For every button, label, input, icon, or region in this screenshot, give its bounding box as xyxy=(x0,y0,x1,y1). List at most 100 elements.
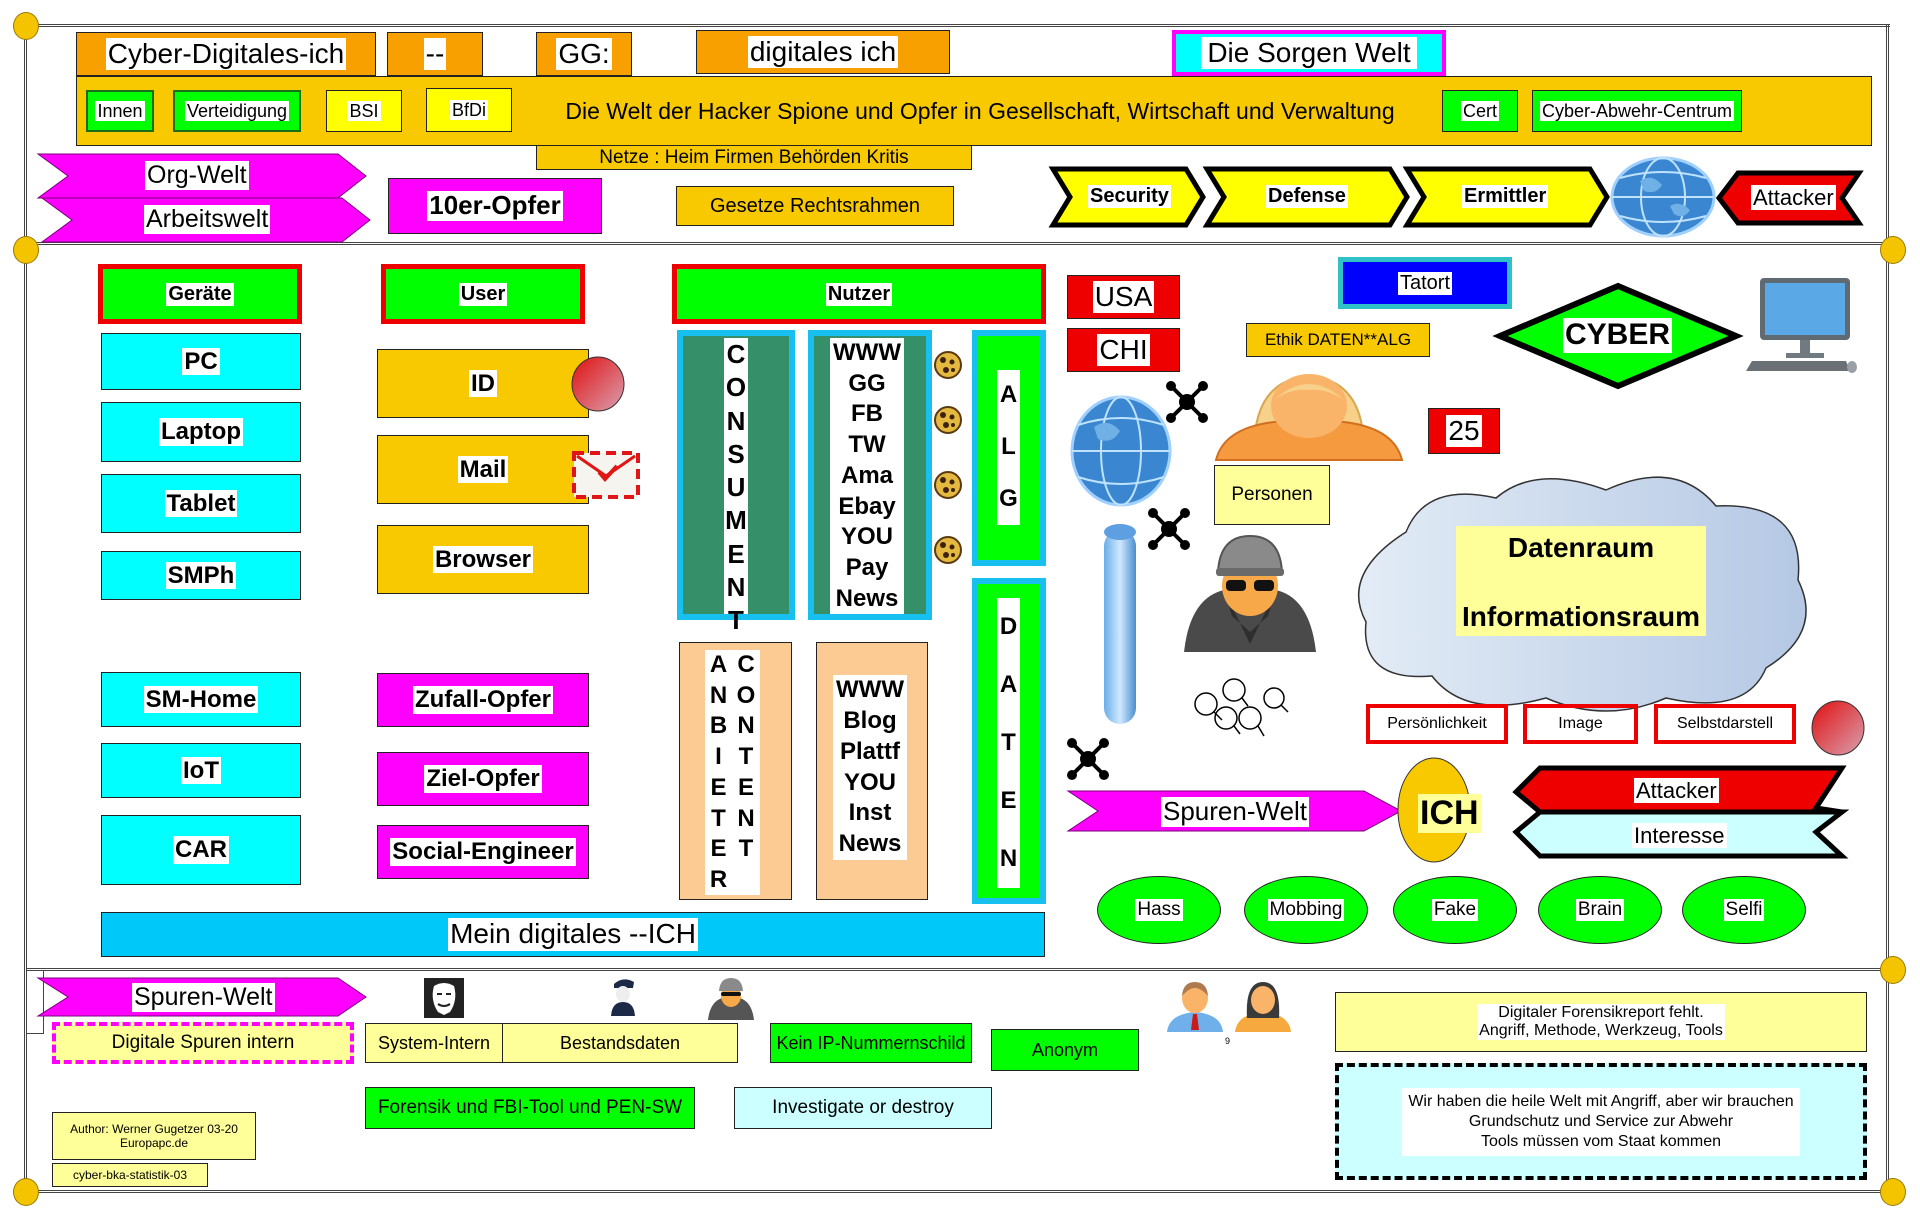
user-item-label: Browser xyxy=(432,545,534,574)
tag-cyber-abwehr-centrum[interactable]: Cyber-Abwehr-Centrum xyxy=(1532,90,1742,132)
digitale-spuren-intern-box[interactable]: Digitale Spuren intern xyxy=(52,1022,354,1064)
connector-dot[interactable] xyxy=(13,12,39,40)
attacker-interesse-shape[interactable] xyxy=(1510,764,1850,860)
alg-letter: L xyxy=(1001,433,1016,461)
cloud-label-box xyxy=(1456,526,1706,636)
trait-label: Selbstdarstell xyxy=(1676,715,1774,732)
tag-bfdi[interactable]: BfDi xyxy=(426,88,512,132)
anbieter-letter: I xyxy=(715,743,722,771)
trait-persoenlichkeit[interactable]: Persönlichkeit xyxy=(1366,704,1508,744)
device-iot[interactable]: IoT xyxy=(101,743,301,798)
tatort-box[interactable]: Tatort xyxy=(1338,257,1512,309)
consument-letter: M xyxy=(725,505,747,536)
users-pair-icon xyxy=(1167,982,1291,1032)
connector-dot[interactable] xyxy=(1880,236,1906,264)
device-smph[interactable]: SMPh xyxy=(101,551,301,600)
oval-fake[interactable]: Fake xyxy=(1393,876,1517,944)
tag-label: Innen xyxy=(95,100,145,122)
oval-label: Brain xyxy=(1575,899,1625,921)
victim-zufall-opfer[interactable]: Zufall-Opfer xyxy=(377,673,589,727)
victim-ziel-opfer[interactable]: Ziel-Opfer xyxy=(377,752,589,806)
service-item: GG xyxy=(848,369,886,397)
trait-label: Image xyxy=(1558,715,1603,732)
ethik-box[interactable]: Ethik DATEN**ALG xyxy=(1246,323,1430,357)
connector-dot[interactable] xyxy=(13,236,39,264)
device-laptop[interactable]: Laptop xyxy=(101,402,301,462)
user-mail[interactable]: Mail xyxy=(377,435,589,504)
title-box-label: Cyber-Digitales-ich xyxy=(105,37,347,71)
statement-label: Wir haben die heile Welt mit Angriff, ab… xyxy=(1402,1087,1800,1156)
kein-ip-box[interactable]: Kein IP-Nummernschild xyxy=(770,1023,972,1063)
system-intern-box[interactable]: System-Intern xyxy=(365,1023,503,1063)
user-header[interactable]: User xyxy=(381,264,585,324)
anonym-box[interactable]: Anonym xyxy=(991,1029,1139,1071)
user-id[interactable]: ID xyxy=(377,349,589,418)
service-item: TW xyxy=(848,431,886,459)
tag-cert[interactable]: Cert xyxy=(1442,90,1518,132)
daten-letter: N xyxy=(999,844,1018,872)
footer-spuren-welt-label: Spuren-Welt xyxy=(132,983,275,1012)
title-box-label: digitales ich xyxy=(747,35,899,69)
trait-image[interactable]: Image xyxy=(1523,704,1638,744)
sorgen-welt-box[interactable]: Die Sorgen Welt xyxy=(1172,30,1446,76)
oval-hass[interactable]: Hass xyxy=(1097,876,1221,944)
investigate-box[interactable]: Investigate or destroy xyxy=(734,1087,992,1129)
tag-innen[interactable]: Innen xyxy=(86,90,154,132)
connector-dot[interactable] xyxy=(13,1178,39,1206)
opfer10-box[interactable]: 10er-Opfer xyxy=(388,178,602,234)
title-box-dash[interactable]: -- xyxy=(387,32,483,76)
pipe-cylinder-icon xyxy=(1104,524,1136,724)
cookie-icon xyxy=(934,536,962,564)
victim-social-engineer[interactable]: Social-Engineer xyxy=(377,825,589,879)
user-browser[interactable]: Browser xyxy=(377,525,589,594)
title-box-gg[interactable]: GG: xyxy=(536,32,632,76)
mein-digitales-ich-box[interactable]: Mein digitales --ICH xyxy=(101,912,1045,957)
service-item: Ama xyxy=(840,461,894,489)
usa-box[interactable]: USA xyxy=(1067,275,1180,319)
tag-verteidigung[interactable]: Verteidigung xyxy=(173,90,301,132)
consument-letter: N xyxy=(726,571,746,602)
statement-box[interactable]: Wir haben die heile Welt mit Angriff, ab… xyxy=(1335,1063,1867,1180)
oval-mobbing[interactable]: Mobbing xyxy=(1244,876,1368,944)
trait-selbstdarstell[interactable]: Selbstdarstell xyxy=(1654,704,1796,744)
chi-box[interactable]: CHI xyxy=(1067,328,1180,372)
device-label: PC xyxy=(182,347,220,376)
gesetze-label: Gesetze Rechtsrahmen xyxy=(709,194,921,217)
title-box-cyber-digitales-ich[interactable]: Cyber-Digitales-ich xyxy=(76,32,376,76)
tag-bsi[interactable]: BSI xyxy=(326,90,402,132)
device-pc[interactable]: PC xyxy=(101,333,301,390)
anbieter-letter: B xyxy=(709,712,728,740)
device-label: Tablet xyxy=(164,489,238,518)
nutzer-header[interactable]: Nutzer xyxy=(672,264,1046,324)
netze-box[interactable]: Netze : Heim Firmen Behörden Kritis xyxy=(536,146,972,170)
oval-brain[interactable]: Brain xyxy=(1538,876,1662,944)
user-item-label: Mail xyxy=(457,455,509,484)
bestandsdaten-box[interactable]: Bestandsdaten xyxy=(502,1023,738,1063)
anbieter-letter: A xyxy=(709,651,728,678)
device-label: IoT xyxy=(181,756,221,785)
count-box[interactable]: 25 xyxy=(1428,408,1500,454)
personen-box[interactable]: Personen xyxy=(1214,465,1330,525)
platform-item: WWW xyxy=(836,676,904,704)
forensik-box[interactable]: Forensik und FBI-Tool und PEN-SW xyxy=(365,1087,695,1129)
device-sm-home[interactable]: SM-Home xyxy=(101,672,301,727)
connector-dot[interactable] xyxy=(1880,1178,1906,1206)
connector-dot[interactable] xyxy=(1880,956,1906,984)
geraete-header[interactable]: Geräte xyxy=(98,264,302,324)
title-box-digitales-ich[interactable]: digitales ich xyxy=(696,30,950,74)
anbieter-letter: E xyxy=(710,835,727,863)
device-tablet[interactable]: Tablet xyxy=(101,474,301,533)
red-dot-icon xyxy=(1811,700,1865,756)
gesetze-box[interactable]: Gesetze Rechtsrahmen xyxy=(676,186,954,226)
device-car[interactable]: CAR xyxy=(101,815,301,885)
spy-agent-icon xyxy=(708,978,754,1020)
spuren-welt-label: Spuren-Welt xyxy=(1161,796,1310,827)
oval-selfi[interactable]: Selfi xyxy=(1682,876,1806,944)
report-box[interactable]: Digitaler Forensikreport fehlt. Angriff,… xyxy=(1335,992,1867,1052)
title-box-label: GG: xyxy=(556,37,612,71)
sorgen-welt-label: Die Sorgen Welt xyxy=(1201,36,1417,70)
frame-bottom-line xyxy=(26,1190,1890,1193)
